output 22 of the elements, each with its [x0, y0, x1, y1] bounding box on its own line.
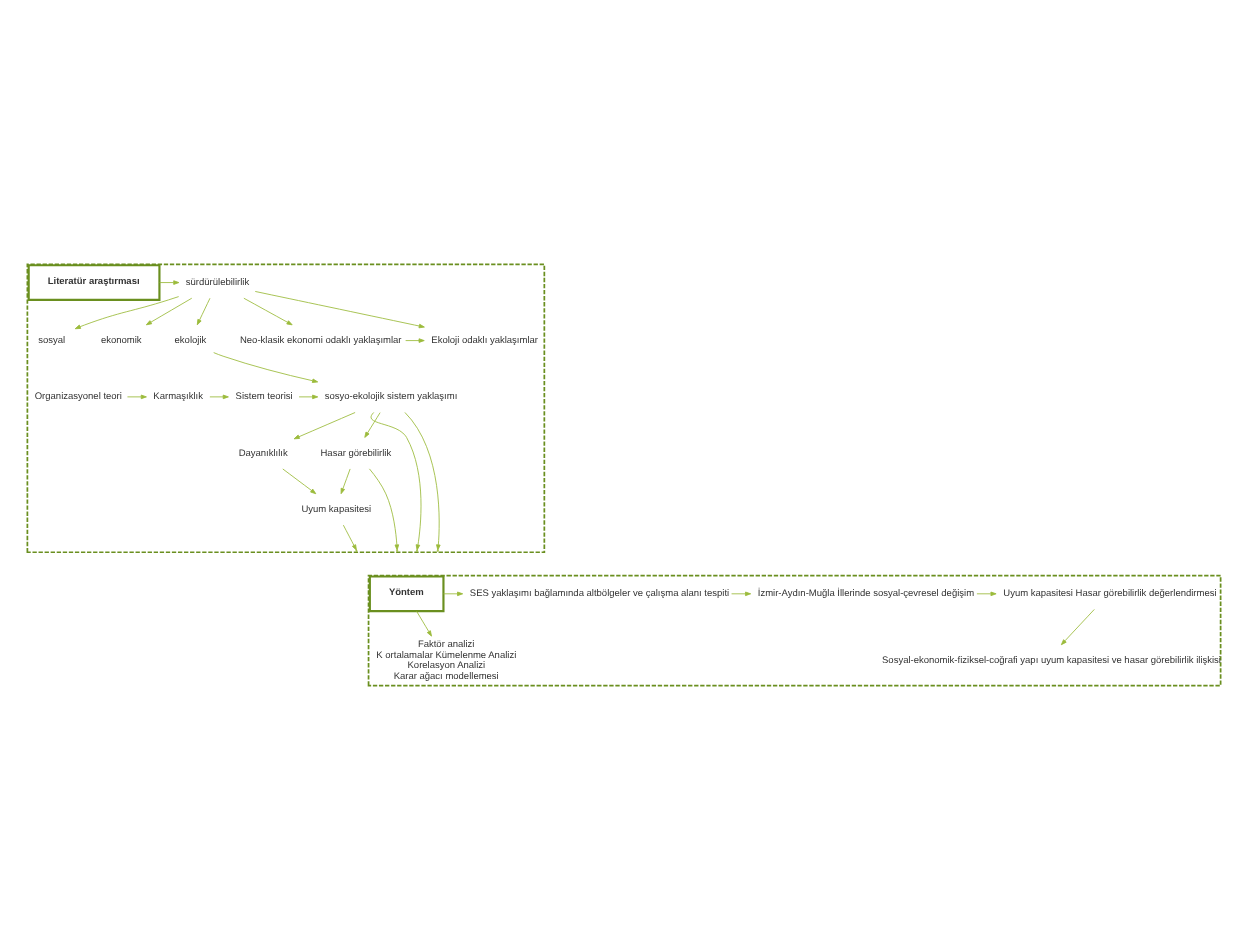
arrow — [369, 467, 400, 550]
arrow — [298, 393, 319, 399]
arrow — [731, 590, 752, 596]
arrow — [196, 296, 211, 325]
arrow — [74, 295, 180, 329]
arrow — [282, 467, 317, 494]
arrow — [254, 290, 425, 328]
arrow — [443, 590, 464, 596]
arrow — [209, 393, 229, 399]
arrow — [1060, 608, 1095, 645]
arrow — [145, 296, 193, 325]
arrow — [293, 411, 356, 439]
arrow — [416, 609, 432, 636]
arrow — [405, 337, 425, 342]
arrow — [127, 393, 147, 399]
arrow — [364, 411, 381, 437]
arrow — [976, 590, 997, 596]
arrow — [159, 279, 180, 284]
arrow — [213, 351, 319, 382]
arrow — [342, 523, 357, 550]
arrow — [340, 467, 351, 494]
arrow — [243, 296, 293, 325]
